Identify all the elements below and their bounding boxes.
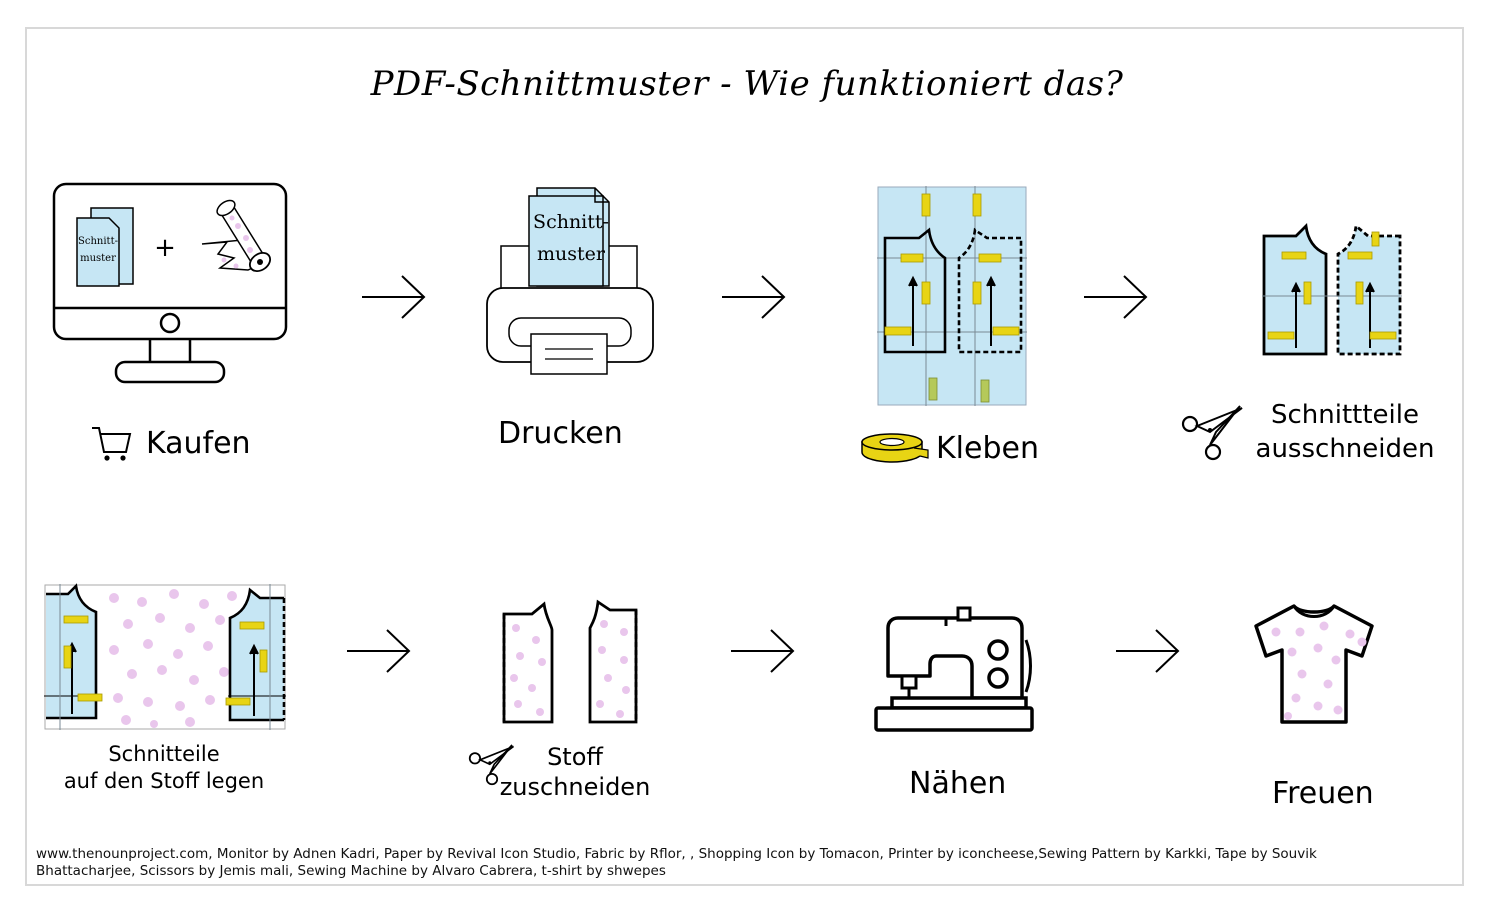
taped-pattern-icon	[877, 186, 1027, 406]
printer-paper-line2: muster	[537, 243, 606, 265]
plus-sign: +	[154, 233, 176, 263]
arrow-icon	[347, 629, 411, 673]
step-label-ausschneiden-line1: Schnittteile	[1270, 400, 1419, 430]
printer-icon: Schnitt- muster	[486, 187, 654, 375]
step-label-kaufen: Kaufen	[146, 426, 251, 461]
scissors-icon	[1181, 405, 1243, 461]
step-label-zuschneiden: Stoff zuschneiden	[490, 742, 660, 802]
step-label-legen-line1: Schnitteile	[108, 742, 220, 766]
arrow-icon	[1116, 629, 1180, 673]
step-label-ausschneiden: Schnittteile ausschneiden	[1250, 398, 1440, 466]
step-label-zuschneiden-line2: zuschneiden	[499, 773, 651, 801]
tape-roll-icon	[861, 433, 929, 463]
page-title: PDF-Schnittmuster - Wie funktioniert das…	[370, 64, 1124, 104]
step-label-naehen: Nähen	[909, 766, 1007, 801]
sewing-machine-icon	[874, 606, 1034, 732]
step-label-drucken: Drucken	[498, 416, 623, 451]
scissors-icon	[468, 744, 515, 786]
step-label-ausschneiden-line2: ausschneiden	[1255, 434, 1435, 464]
fabric-roll-icon	[201, 199, 272, 272]
paper-icon: Schnitt- muster	[76, 207, 134, 287]
cart-icon	[92, 427, 132, 461]
monitor-icon: Schnitt- muster +	[52, 182, 288, 384]
step-label-kleben: Kleben	[936, 431, 1039, 466]
fabric-pieces-icon	[502, 599, 638, 724]
arrow-icon	[722, 275, 786, 319]
step-label-legen-line2: auf den Stoff legen	[63, 769, 265, 793]
credits-text: www.thenounproject.com, Monitor by Adnen…	[36, 846, 1317, 879]
tshirt-icon	[1254, 604, 1374, 724]
step-label-zuschneiden-line1: Stoff	[547, 743, 603, 771]
monitor-paper-line2: muster	[80, 253, 116, 264]
arrow-icon	[731, 629, 795, 673]
cut-pattern-icon	[1262, 222, 1402, 356]
printer-paper-line1: Schnitt-	[533, 211, 609, 233]
diagram-frame	[25, 27, 1464, 886]
step-label-freuen: Freuen	[1272, 776, 1374, 811]
monitor-paper-line1: Schnitt-	[78, 236, 118, 247]
arrow-icon	[362, 275, 426, 319]
fabric-layout-icon	[44, 583, 286, 730]
step-label-legen: Schnitteile auf den Stoff legen	[44, 741, 284, 795]
arrow-icon	[1084, 275, 1148, 319]
